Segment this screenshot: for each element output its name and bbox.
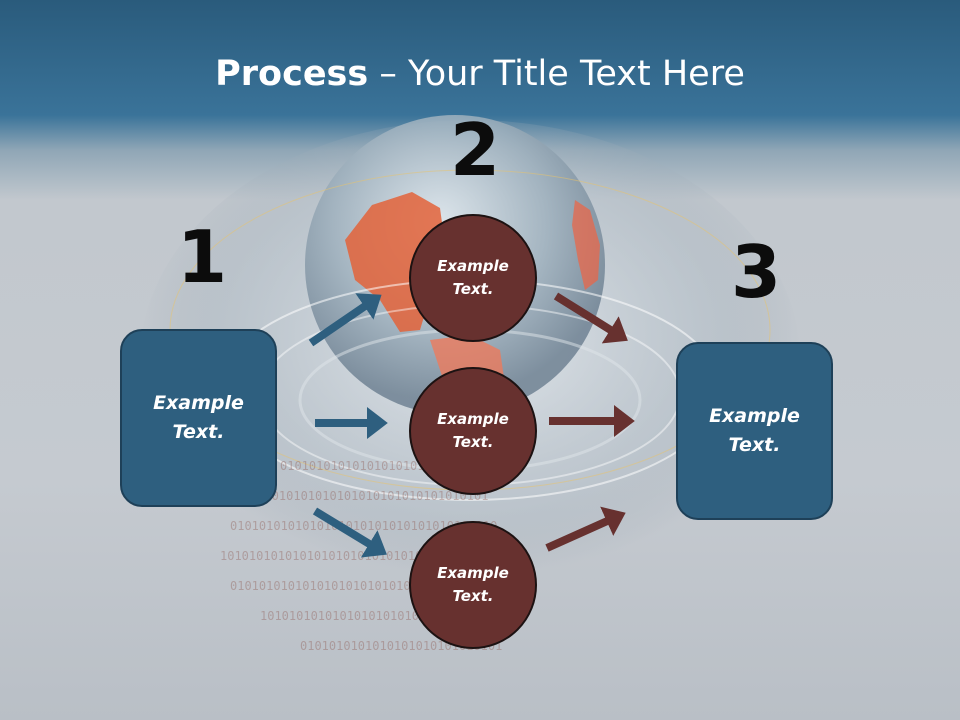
step-3-text-line2: Text. <box>728 434 781 456</box>
circle-middle-line2: Text. <box>452 433 494 451</box>
title-rest: – Your Title Text Here <box>368 54 745 94</box>
blue-arrows <box>308 293 388 558</box>
arrow-from-bottom-circle <box>545 506 626 552</box>
step-3-text-line1: Example <box>709 405 800 427</box>
step-number-1: 1 <box>177 215 228 299</box>
circle-top-line1: Example <box>437 257 509 275</box>
brown-arrows <box>545 292 635 552</box>
arrow-to-top-circle <box>308 293 382 347</box>
slide-title: Process – Your Title Text Here <box>0 52 960 96</box>
circle-bottom-line1: Example <box>437 564 509 582</box>
circle-top-line2: Text. <box>452 280 494 298</box>
svg-text:101010101010101010101010101010: 101010101010101010101010101010101 <box>250 489 488 503</box>
circle-middle-line1: Example <box>437 410 509 428</box>
step-1-text-line2: Text. <box>172 421 225 443</box>
step-number-3: 3 <box>731 230 782 314</box>
step-1-text-line1: Example <box>153 392 244 414</box>
circle-bottom-line2: Text. <box>452 587 494 605</box>
arrow-from-top-circle <box>553 292 628 344</box>
arrow-to-bottom-circle <box>312 507 387 558</box>
step-number-2: 2 <box>450 108 501 192</box>
svg-text:010101010101010101010101010101: 0101010101010101010101010101010101010 <box>230 519 497 533</box>
title-bold: Process <box>215 54 369 94</box>
